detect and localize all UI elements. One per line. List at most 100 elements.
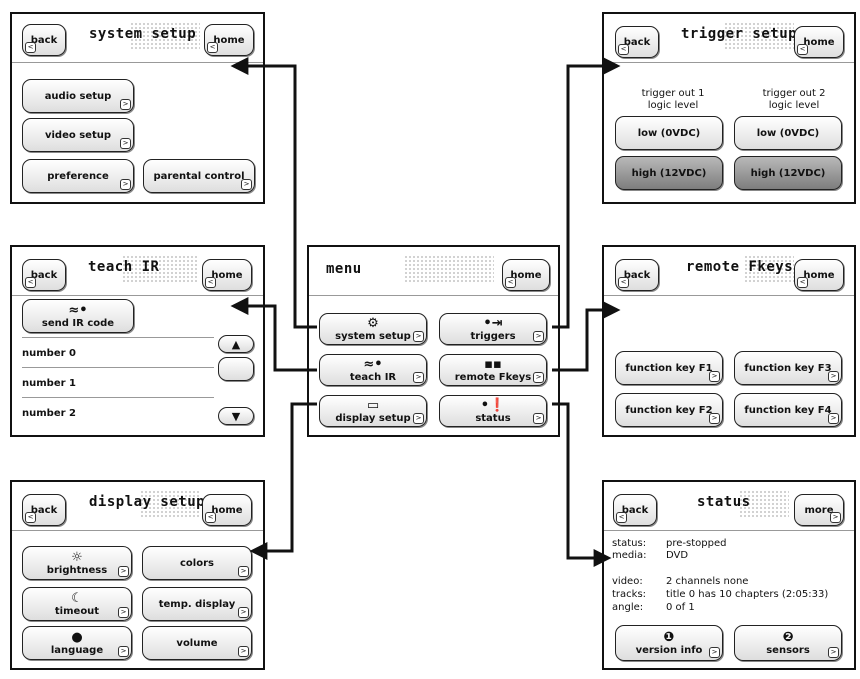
corner-icon: > <box>238 646 249 657</box>
volume-button[interactable]: volume> <box>142 626 252 660</box>
corner-icon: < <box>618 277 629 288</box>
brightness-button[interactable]: ☼brightness> <box>22 546 132 580</box>
back-button[interactable]: back< <box>615 26 659 58</box>
screen-title: teach IR <box>88 259 160 275</box>
menu-screen: menu home< ⚙system setup> •⇥triggers> ≈•… <box>307 245 560 437</box>
send-ir-code-button[interactable]: ≈•send IR code <box>22 299 134 333</box>
corner-icon: < <box>25 277 36 288</box>
dot-pattern <box>739 490 789 518</box>
trigger-2-low-button[interactable]: low (0VDC) <box>734 116 842 150</box>
scrollbar-thumb[interactable] <box>218 357 254 381</box>
colors-button[interactable]: colors> <box>142 546 252 580</box>
button-label: system setup <box>335 330 411 342</box>
home-button[interactable]: home< <box>204 24 254 56</box>
list-item[interactable]: number 2 <box>22 408 76 419</box>
button-label: display setup <box>335 412 411 424</box>
corner-icon: > <box>118 646 129 657</box>
back-label: back <box>621 504 649 516</box>
function-key-f1-button[interactable]: function key F1> <box>615 351 723 385</box>
button-label: function key F2 <box>625 404 713 416</box>
function-key-f3-button[interactable]: function key F3> <box>734 351 842 385</box>
list-item[interactable]: number 1 <box>22 378 76 389</box>
corner-icon: > <box>828 647 839 658</box>
ir-signal-icon: ≈• <box>363 356 383 372</box>
home-button[interactable]: home< <box>202 259 252 291</box>
corner-icon: > <box>238 566 249 577</box>
back-button[interactable]: back< <box>613 494 657 526</box>
status-value: pre-stopped <box>666 538 727 549</box>
teach-ir-screen: back< teach IR home< ≈•send IR code numb… <box>10 245 265 437</box>
screen-title: menu <box>326 261 362 277</box>
home-button[interactable]: home< <box>502 259 550 291</box>
button-label: status <box>475 412 511 424</box>
home-label: home <box>803 269 835 281</box>
function-key-f4-button[interactable]: function key F4> <box>734 393 842 427</box>
tracks-value: title 0 has 10 chapters (2:05:33) <box>666 589 829 600</box>
display-icon: ▭ <box>366 397 380 413</box>
header <box>604 247 854 296</box>
trigger-1-high-button[interactable]: high (12VDC) <box>615 156 723 190</box>
tracks-label: tracks: <box>612 589 647 600</box>
home-label: home <box>211 269 243 281</box>
home-button[interactable]: home< <box>794 26 844 58</box>
button-label: send IR code <box>41 317 115 329</box>
header <box>12 14 263 63</box>
media-value: DVD <box>666 550 689 561</box>
divider <box>22 367 214 368</box>
corner-icon: < <box>618 44 629 55</box>
corner-icon: > <box>120 138 131 149</box>
trigger-out-1-sublabel: logic level <box>647 100 699 111</box>
corner-icon: > <box>709 413 720 424</box>
sun-icon: ☼ <box>71 549 83 565</box>
arrow-down-icon: ▼ <box>231 409 241 423</box>
corner-icon: > <box>828 413 839 424</box>
header <box>12 247 263 296</box>
menu-status-button[interactable]: •❗status> <box>439 395 547 427</box>
trigger-2-high-button[interactable]: high (12VDC) <box>734 156 842 190</box>
menu-display-setup-button[interactable]: ▭display setup> <box>319 395 427 427</box>
back-label: back <box>30 34 58 46</box>
trigger-out-1-label: trigger out 1 <box>641 88 705 99</box>
back-button[interactable]: back< <box>22 24 66 56</box>
temp-display-button[interactable]: temp. display> <box>142 587 252 621</box>
screen-title: trigger setup <box>681 26 798 42</box>
scroll-up-button[interactable]: ▲ <box>218 335 254 353</box>
home-button[interactable]: home< <box>794 259 844 291</box>
more-button[interactable]: more> <box>794 494 844 526</box>
home-label: home <box>803 36 835 48</box>
menu-remote-fkeys-button[interactable]: ▪▪remote Fkeys> <box>439 354 547 386</box>
language-button[interactable]: ●language> <box>22 626 132 660</box>
header <box>12 482 263 531</box>
corner-icon: > <box>118 607 129 618</box>
video-value: 2 channels none <box>666 576 749 587</box>
video-setup-button[interactable]: video setup> <box>22 118 134 152</box>
trigger-out-2-label: trigger out 2 <box>762 88 826 99</box>
header <box>604 14 854 63</box>
menu-teach-ir-button[interactable]: ≈•teach IR> <box>319 354 427 386</box>
remote-icon: ▪▪ <box>484 356 502 372</box>
system-setup-screen: back< system setup home< audio setup> vi… <box>10 12 265 204</box>
corner-icon: < <box>25 512 36 523</box>
menu-system-setup-button[interactable]: ⚙system setup> <box>319 313 427 345</box>
audio-setup-button[interactable]: audio setup> <box>22 79 134 113</box>
parental-control-button[interactable]: parental control> <box>143 159 255 193</box>
button-label: function key F3 <box>744 362 832 374</box>
home-button[interactable]: home< <box>202 494 252 526</box>
back-button[interactable]: back< <box>22 259 66 291</box>
back-button[interactable]: back< <box>22 494 66 526</box>
trigger-1-low-button[interactable]: low (0VDC) <box>615 116 723 150</box>
menu-triggers-button[interactable]: •⇥triggers> <box>439 313 547 345</box>
dot-pattern <box>724 22 794 50</box>
scroll-down-button[interactable]: ▼ <box>218 407 254 425</box>
back-label: back <box>30 269 58 281</box>
function-key-f2-button[interactable]: function key F2> <box>615 393 723 427</box>
corner-icon: < <box>205 277 216 288</box>
status-alert-icon: •❗ <box>480 397 506 413</box>
preference-button[interactable]: preference> <box>22 159 134 193</box>
timeout-button[interactable]: ☾timeout> <box>22 587 132 621</box>
back-button[interactable]: back< <box>615 259 659 291</box>
list-item[interactable]: number 0 <box>22 348 76 359</box>
gear-icon: ⚙ <box>367 315 379 331</box>
